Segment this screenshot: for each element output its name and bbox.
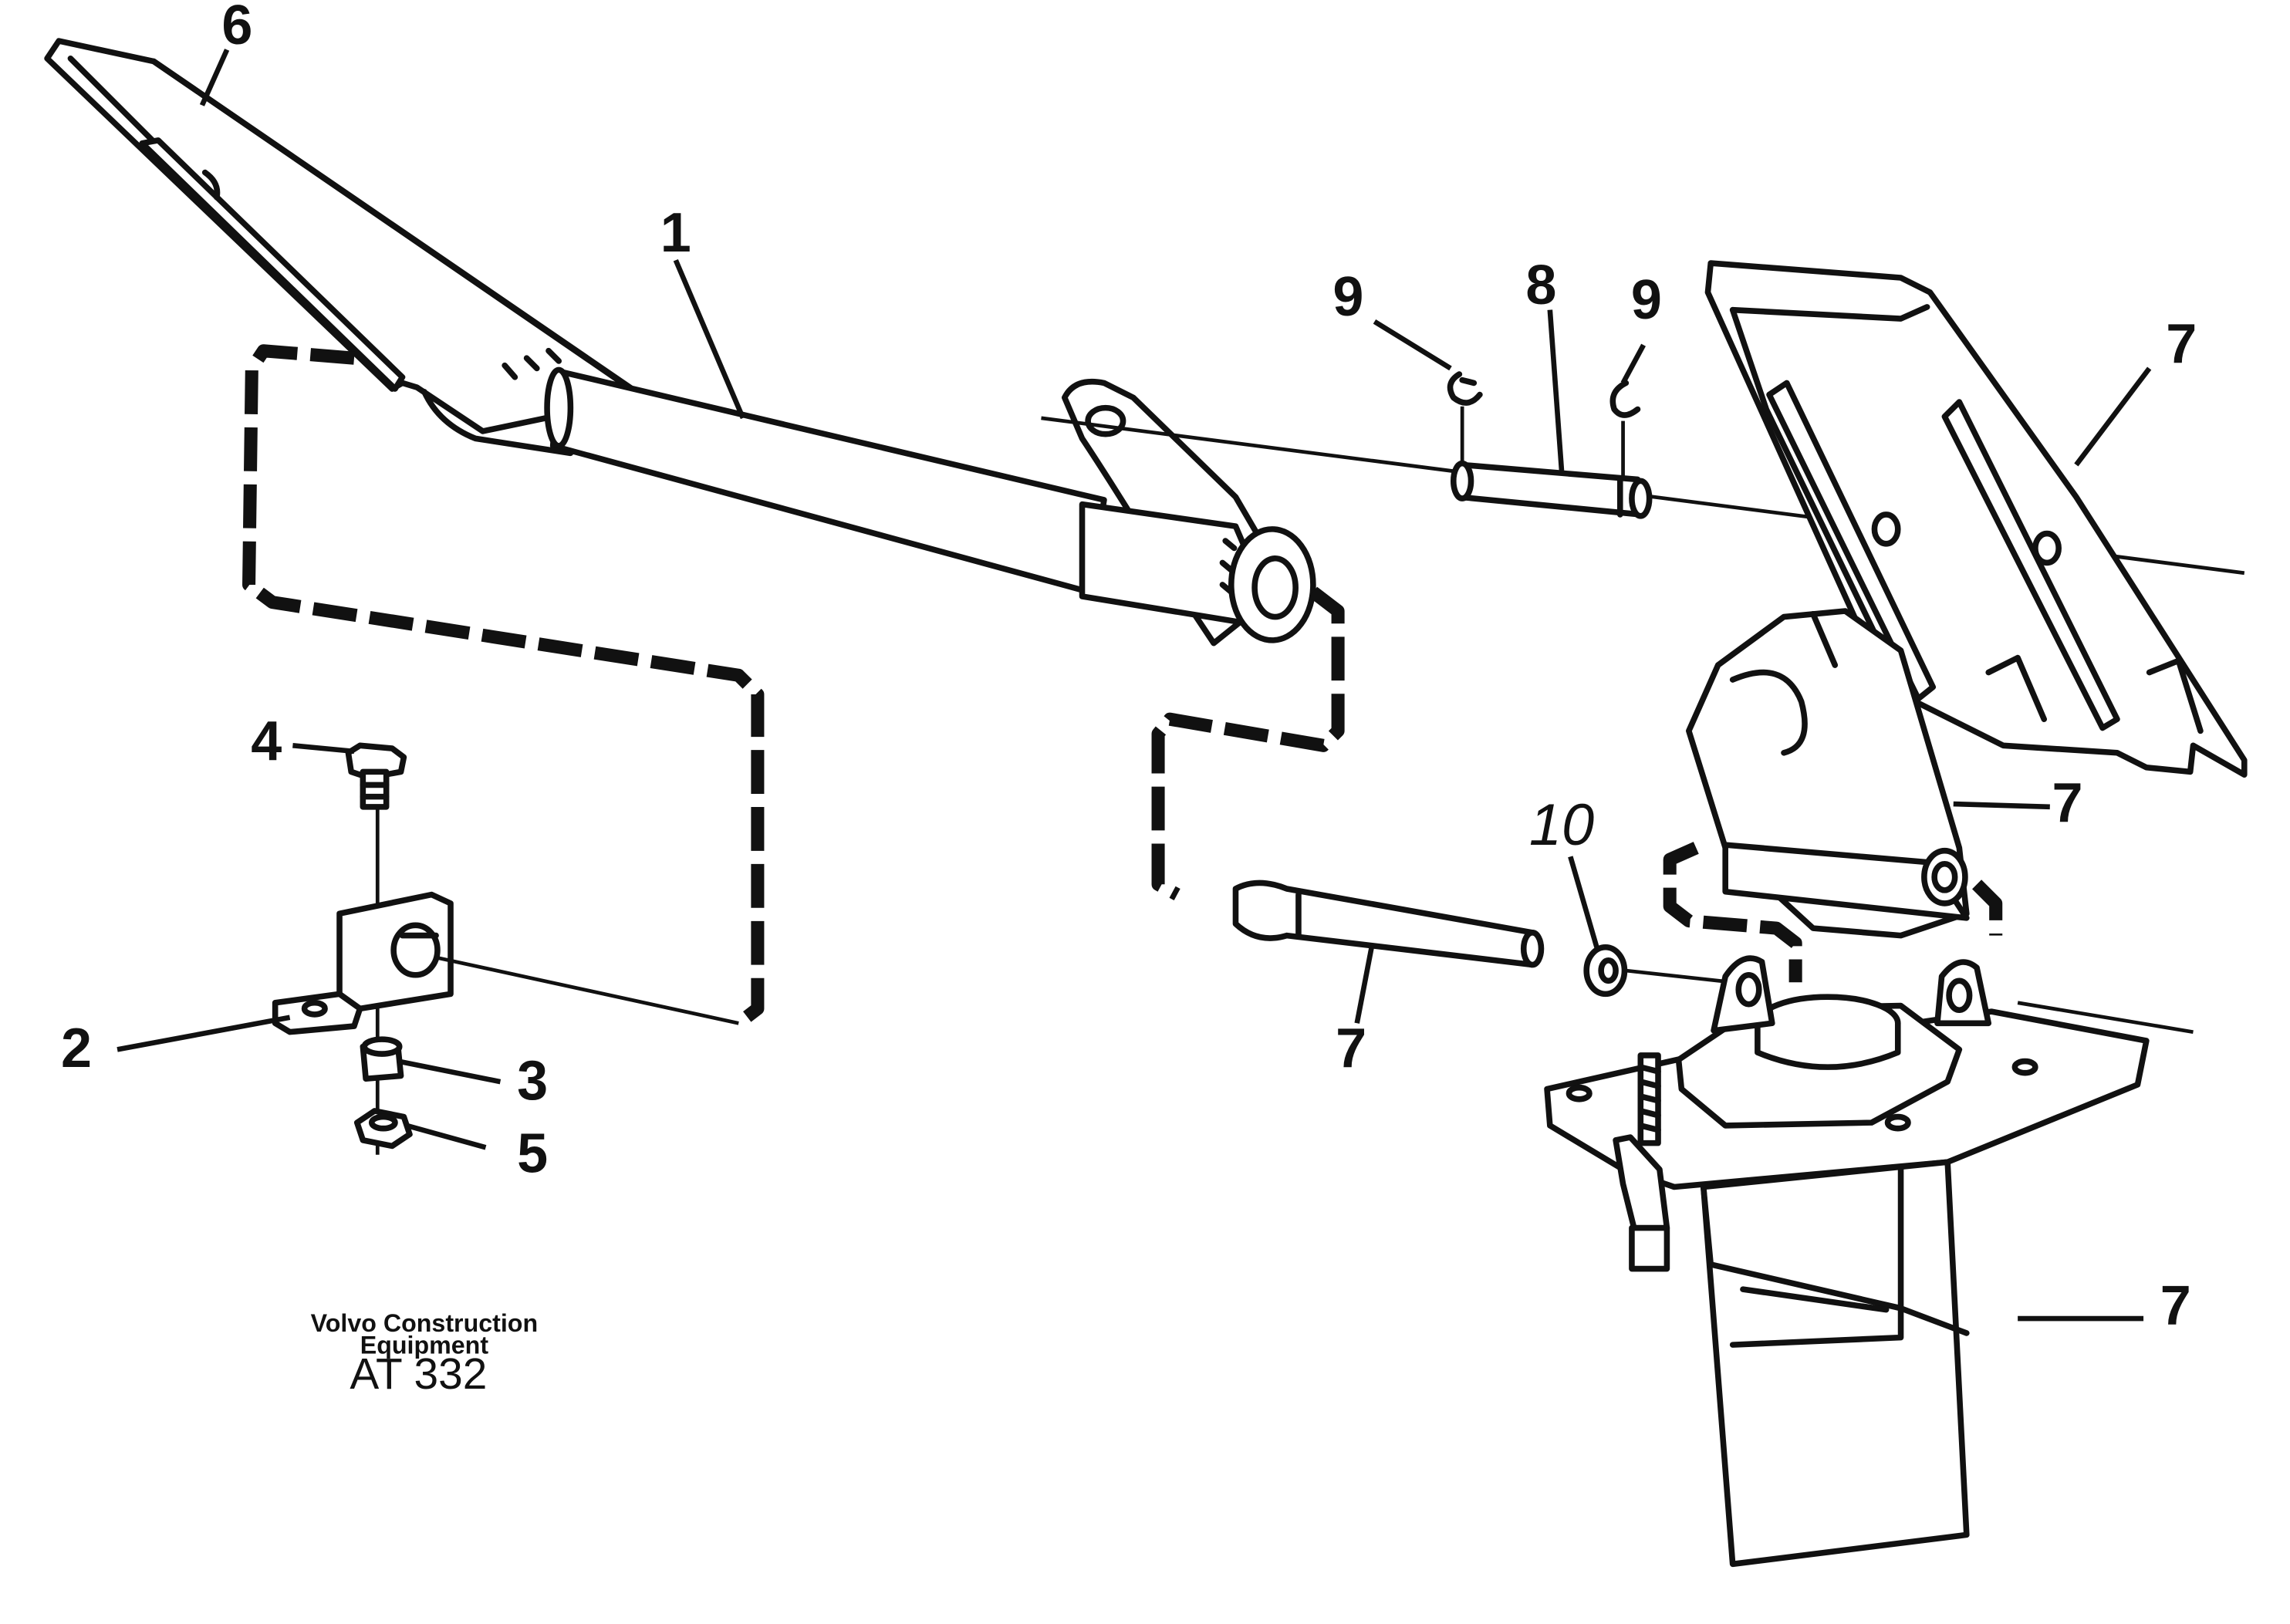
callout-3: 3 <box>517 1050 548 1112</box>
drawing-reference: AT 332 <box>350 1350 487 1399</box>
callout-9-right: 9 <box>1631 269 1662 331</box>
pedal-shaft <box>421 366 1107 596</box>
hinge-bracket-7 <box>1686 608 1970 939</box>
bracket-axis <box>435 955 739 1025</box>
clip-9-right <box>1609 380 1641 418</box>
callout-6: 6 <box>221 0 252 56</box>
bracket-2 <box>272 891 454 1035</box>
nut-5 <box>353 1108 413 1150</box>
callout-9-left: 9 <box>1332 266 1363 328</box>
shaft-bracket-arm <box>1062 378 1316 647</box>
callout-7-rod: 7 <box>1336 1018 1366 1079</box>
pedal-plate <box>44 38 647 434</box>
dashed-outline-left <box>242 344 765 1029</box>
callout-5: 5 <box>517 1123 548 1185</box>
leader-lines <box>117 49 2152 1322</box>
washer-10 <box>1583 944 1628 998</box>
callout-2: 2 <box>61 1018 92 1079</box>
rod-axis <box>1626 968 1733 984</box>
dashed-outline-hinge-right <box>1972 880 2003 936</box>
dashed-outline-hinge <box>1663 842 1802 983</box>
clip-9-left <box>1447 371 1483 406</box>
dashed-outline-middle <box>1151 586 1345 901</box>
callout-7-hinge: 7 <box>2052 772 2083 834</box>
callout-7-plate: 7 <box>2166 313 2197 375</box>
base-unit-7 <box>1544 955 2150 1568</box>
rod-7 <box>1232 880 1545 968</box>
callout-8: 8 <box>1525 255 1556 316</box>
pin-8 <box>1450 460 1653 519</box>
callout-10: 10 <box>1529 792 1594 858</box>
caption-line-1: Volvo Construction <box>311 1309 538 1337</box>
axis-line-lower <box>2017 1001 2194 1034</box>
spacer-3 <box>360 1036 404 1082</box>
bolt-4 <box>345 742 407 810</box>
callout-7-base: 7 <box>2160 1275 2191 1337</box>
callout-1: 1 <box>660 202 691 264</box>
callout-4: 4 <box>251 711 282 772</box>
caption-line-2: Equipment <box>360 1331 489 1359</box>
